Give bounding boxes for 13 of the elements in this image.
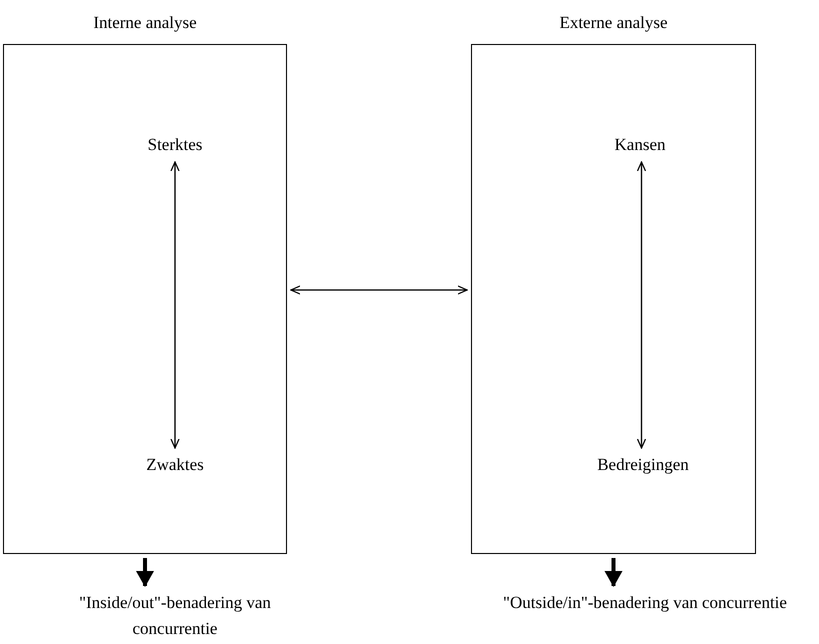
arrow xyxy=(604,558,622,587)
arrow xyxy=(636,161,646,449)
panel-heading: Interne analyse xyxy=(92,12,198,34)
arrow xyxy=(290,285,468,295)
node-text: Bedreigingen xyxy=(568,452,718,478)
node-text: Kansen xyxy=(570,132,710,158)
node-text: "Outside/in"-benadering van concurrentie xyxy=(500,590,790,640)
arrow xyxy=(170,161,180,449)
node-text: Zwaktes xyxy=(105,452,245,478)
arrow xyxy=(136,558,154,587)
node-text: Sterktes xyxy=(105,132,245,158)
panel-heading: Externe analyse xyxy=(558,12,669,34)
node-text: "Inside/out"-benadering van concurrentie xyxy=(35,590,315,640)
